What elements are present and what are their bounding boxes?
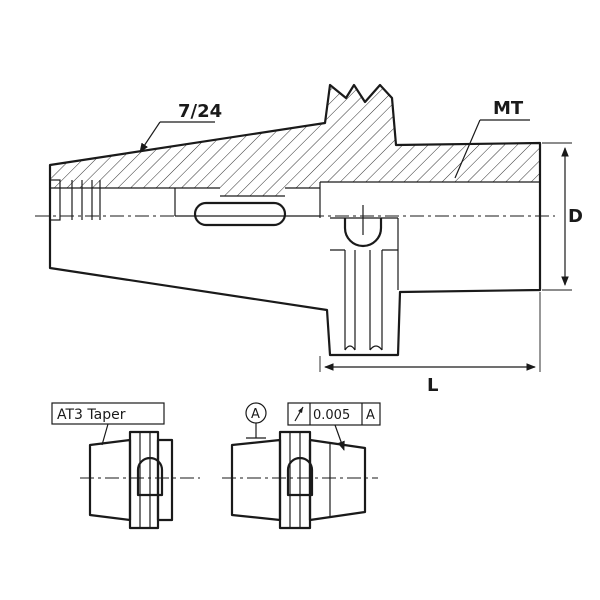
length-dimension: L [319, 292, 541, 396]
length-label: L [427, 375, 438, 396]
mt-callout: MT [454, 98, 530, 179]
diameter-dimension: D [542, 142, 583, 291]
mt-leader-diag [454, 119, 481, 179]
tolerance-value: 0.005 [313, 408, 350, 423]
runout-nose [308, 438, 367, 522]
runout-flange [278, 430, 312, 530]
tolerance-leader [334, 424, 345, 451]
diameter-label: D [568, 206, 583, 227]
at3-flange [128, 430, 160, 530]
section-hatching [50, 85, 540, 196]
flange-groove-bottom [344, 345, 383, 351]
at3-key-notch [136, 456, 164, 497]
at3-taper-shank [88, 438, 132, 522]
key-notch [343, 218, 383, 248]
at3-taper-label: AT3 Taper [57, 407, 126, 423]
drawbar-slot [193, 201, 287, 227]
taper-ratio-callout: 7/24 [139, 101, 222, 153]
tolerance-datum: A [366, 408, 375, 423]
at3-rear-step [156, 438, 174, 522]
taper-leader-arrow [139, 121, 161, 153]
holder-outer-profile [48, 83, 542, 357]
at3-taper-detail: AT3 Taper [51, 402, 200, 530]
tool-holder-main-view [35, 83, 555, 357]
runout-shank [230, 438, 282, 522]
taper-ratio-label: 7/24 [178, 101, 222, 122]
datum-label: A [251, 407, 260, 422]
runout-arrow-icon [294, 406, 304, 422]
at3-leader [101, 423, 109, 446]
runout-detail: A 0.005 A [222, 402, 381, 530]
runout-key-notch [286, 456, 314, 497]
tolerance-frame [287, 402, 381, 426]
bore-top-line [50, 181, 540, 197]
mt-label: MT [493, 98, 524, 119]
end-groove-1 [49, 179, 61, 221]
